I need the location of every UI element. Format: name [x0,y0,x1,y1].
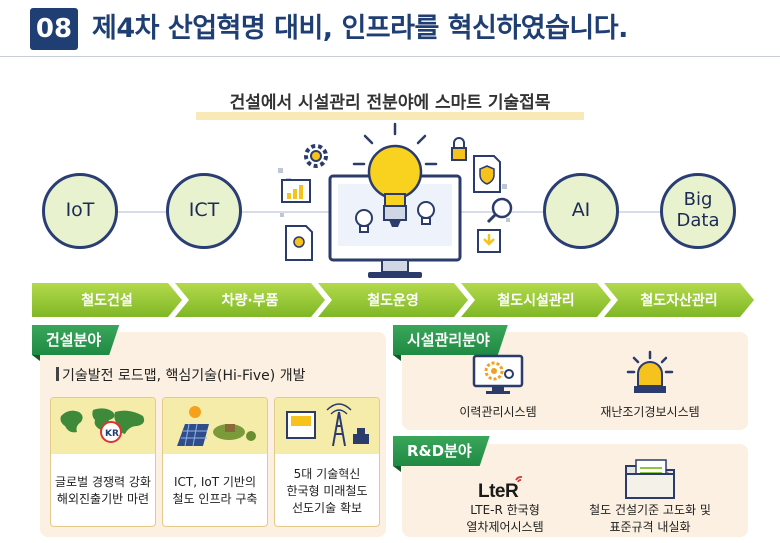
warning-siren-icon [626,350,674,393]
document-folder-icon [625,459,675,499]
card-line: ICT, IoT 기반의 [173,475,257,489]
lightbulb-icon [352,122,438,227]
tag-fold [393,466,401,472]
card-image: KR [51,398,155,454]
header-divider [0,56,780,57]
section-number: 08 [30,8,78,50]
facility-tag: 시설관리분야 [393,325,508,355]
card-image [163,398,267,454]
construction-card-global: KR 글로벌 경쟁력 강화 해외진출기반 마련 [50,397,156,527]
stage-railway-construction: 철도건설 [32,283,182,317]
card-image [275,398,379,454]
bar-chart-icon [281,179,311,203]
rnd-line: 열차제어시스템 [466,520,544,534]
download-document-icon [477,229,501,253]
magnifier-icon [486,197,513,224]
construction-card-innovation: 5대 기술혁신 한국형 미래철도 선도기술 확보 [274,397,380,527]
stage-facility-management: 철도시설관리 [461,283,611,317]
card-line: 선도기술 확보 [291,501,363,515]
gear-icon [304,144,328,168]
lock-icon [451,137,467,161]
facility-item-disaster-warning: 재난조기경보시스템 [600,405,700,419]
lte-r-logo-image: LteR [478,476,523,502]
stage-asset-management: 철도자산관리 [604,283,754,317]
solar-panel-icon [177,406,256,447]
rnd-tag: R&D분야 [393,436,490,466]
rnd-item-standards: 철도 건설기준 고도화 및 표준규격 내실화 [580,502,720,536]
monitor-gear-icon [472,354,524,394]
lte-r-logo-text: LteR [478,481,519,500]
stage-railway-operation: 철도운영 [318,283,468,317]
card-line: 해외진출기반 마련 [56,492,150,506]
tech-circle-bigdata: Big Data [660,173,736,249]
bullet-bar [56,367,59,381]
tech-circle-ai: AI [543,173,619,249]
small-bulb-icons [355,201,435,233]
subtitle: 건설에서 시설관리 전분야에 스마트 기술접목 [229,93,551,113]
shield-document-icon [473,155,501,193]
tag-fold [393,355,401,361]
tech-circle-ict: ICT [166,173,242,249]
stage-vehicles-parts: 차량·부품 [175,283,325,317]
construction-tag: 건설분야 [32,325,119,355]
card-line: 글로벌 경쟁력 강화 [55,475,151,489]
rnd-line: 철도 건설기준 고도화 및 [589,503,711,517]
roadmap-text: 기술발전 로드맵, 핵심기술(Hi-Five) 개발 [62,368,306,384]
lte-r-logo: LteR [476,476,536,502]
page-title: 제4차 산업혁명 대비, 인프라를 혁신하였습니다. [92,13,628,44]
smart-technology-illustration [278,122,513,278]
subtitle-highlight [196,112,584,120]
rnd-line: 표준규격 내실화 [609,520,691,534]
world-map-icon: KR [60,408,145,443]
construction-card-ict: ICT, IoT 기반의 철도 인프라 구축 [162,397,268,527]
tech-circle-iot: IoT [42,173,118,249]
rnd-item-lte-r: LTE-R 한국형 열차제어시스템 [440,502,570,536]
rail-tech-icon [286,403,369,447]
tag-fold [32,355,40,361]
card-line: 한국형 미래철도 [286,484,368,498]
card-line: 철도 인프라 구축 [172,492,258,506]
svg-text:KR: KR [105,429,119,439]
card-line: 5대 기술혁신 [293,467,361,481]
facility-item-history: 이력관리시스템 [459,405,537,419]
rnd-line: LTE-R 한국형 [470,503,540,517]
location-document-icon [285,225,313,261]
